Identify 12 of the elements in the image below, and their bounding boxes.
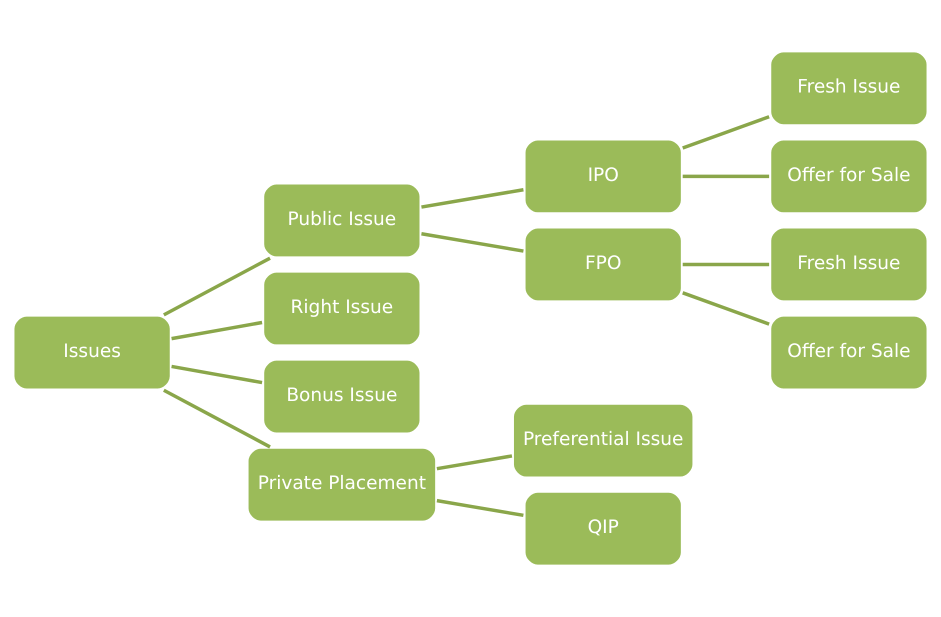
connector (682, 291, 770, 326)
connector (682, 262, 770, 266)
connector (163, 388, 271, 448)
connector (421, 188, 524, 209)
connector (682, 115, 770, 150)
connector (436, 498, 524, 518)
connector (171, 320, 262, 340)
connector (163, 256, 271, 316)
connector (171, 364, 262, 384)
connector (682, 174, 770, 178)
connector (421, 232, 524, 253)
connector (436, 454, 512, 470)
